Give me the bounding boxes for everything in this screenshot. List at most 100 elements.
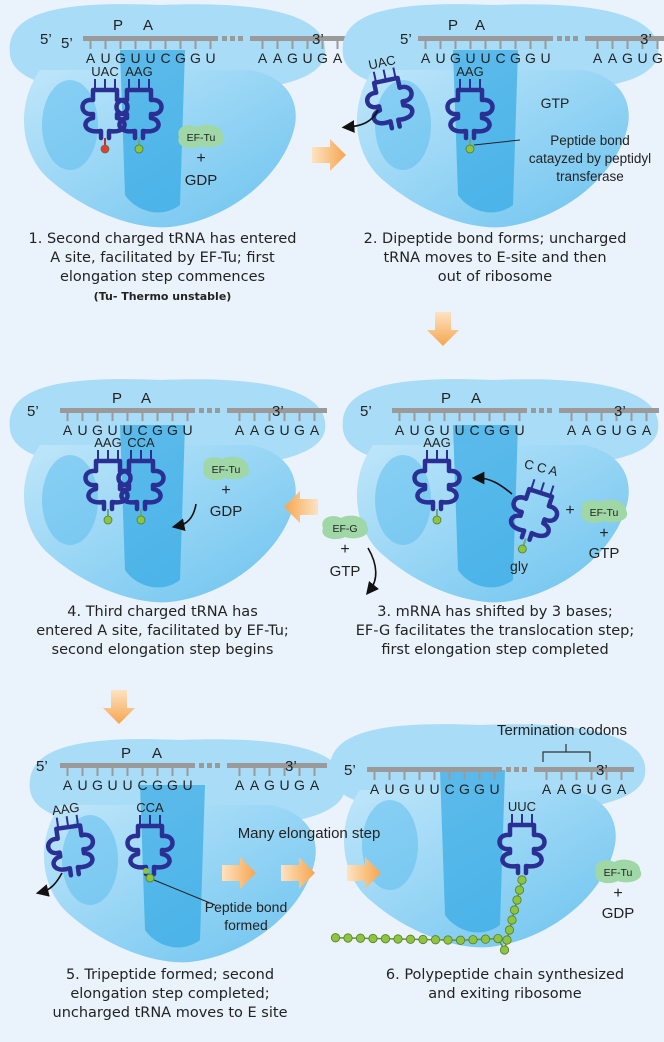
- mrna-base: A: [235, 777, 245, 793]
- ef-tu-label: EF-Tu: [212, 464, 241, 476]
- trna-body: [365, 75, 415, 131]
- mrna-base: G: [626, 422, 637, 438]
- caption-step2-line1: 2. Dipeptide bond forms; uncharged: [363, 231, 627, 247]
- amino-acid: [517, 544, 527, 554]
- amino-acid: [380, 934, 391, 944]
- termination-codons-label: Termination codons: [497, 722, 627, 739]
- caption-step6: 6. Polypeptide chain synthesized and exi…: [355, 966, 655, 1004]
- mrna-base: A: [310, 422, 320, 438]
- caption-step3: 3. mRNA has shifted by 3 bases; EF-G fac…: [330, 603, 660, 660]
- entry-arrow: [471, 471, 513, 495]
- mrna-strand: [60, 408, 195, 413]
- ef-g-label: EF-G: [332, 523, 357, 535]
- mrna-base: G: [287, 50, 298, 66]
- amino-acid: [355, 933, 366, 943]
- mrna-base: A: [593, 50, 603, 66]
- mrna-base: G: [152, 777, 163, 793]
- termination-bracket: [542, 744, 591, 762]
- mrna-base: G: [474, 781, 485, 797]
- trna: AAG: [114, 64, 164, 154]
- mrna-base: C: [495, 50, 505, 66]
- trna-anticodon: AAG: [94, 435, 121, 450]
- ef-g-arrow: [366, 547, 379, 596]
- trna-body: [508, 486, 560, 543]
- mrna-base: G: [167, 777, 178, 793]
- ribosome-large-subunit: [9, 379, 326, 467]
- mrna-base: C: [137, 422, 147, 438]
- mrna-base: C: [444, 781, 454, 797]
- mrna-base: U: [454, 422, 464, 438]
- mrna-base: U: [100, 50, 110, 66]
- ribosome-large-subunit: [9, 4, 326, 92]
- three-prime-label: 3’: [312, 31, 324, 48]
- mrna-strand: [83, 36, 218, 41]
- mrna-base: A: [421, 50, 431, 66]
- trna-anticodon: AAG: [125, 64, 152, 79]
- ef-g-bubble: [322, 515, 369, 540]
- trna: CCA: [116, 435, 166, 525]
- mrna-base: U: [465, 50, 475, 66]
- plus-sign: +: [613, 885, 622, 902]
- caption-step1-line1: 1. Second charged tRNA has entered: [28, 231, 297, 247]
- a-site-label: A: [475, 17, 485, 34]
- mrna-base: U: [489, 781, 499, 797]
- mrna-base: G: [459, 781, 470, 797]
- trna-body: [116, 458, 166, 512]
- ribosome-pocket: [62, 815, 118, 905]
- ribosome-channel: [120, 425, 185, 588]
- ef-tu-label: EF-Tu: [604, 867, 633, 879]
- trna-body: [412, 458, 462, 512]
- trna-body: [125, 823, 175, 877]
- amino-acid: [493, 933, 503, 944]
- gdp-label: GDP: [185, 172, 218, 189]
- amino-acid: [517, 875, 527, 885]
- ef-tu-bubble: [203, 456, 250, 481]
- mrna-base: U: [480, 50, 490, 66]
- mrna-base: U: [122, 422, 132, 438]
- mrna-base: U: [540, 50, 550, 66]
- mrna-gap-dot: [565, 36, 570, 41]
- caption-step5-line2: elongation step completed;: [70, 986, 270, 1002]
- caption-step4-line3: second elongation step begins: [51, 642, 274, 658]
- amino-acid: [504, 925, 515, 935]
- release-arrow: [171, 503, 197, 532]
- p-site-label: P: [113, 17, 123, 34]
- flow-arrow-5-step-a: [222, 857, 256, 889]
- exit-arrow: [341, 109, 379, 133]
- mrna-base: A: [542, 781, 552, 797]
- ribosome-large-subunit: [342, 379, 659, 467]
- caption-step6-line2: and exiting ribosome: [428, 986, 582, 1002]
- mrna-base: A: [250, 422, 260, 438]
- amino-acid: [509, 905, 520, 915]
- five-prime-label: 5’: [400, 31, 412, 48]
- mrna-base: G: [525, 50, 536, 66]
- mrna-base: C: [137, 777, 147, 793]
- a-site-label: A: [471, 390, 481, 407]
- mrna-base: A: [235, 422, 245, 438]
- mrna-base: G: [499, 422, 510, 438]
- mrna-gap-dot: [199, 763, 204, 768]
- trna: AAG: [445, 64, 495, 154]
- mrna-base: G: [652, 50, 663, 66]
- five-prime-label: 5’: [61, 35, 73, 52]
- mrna-gap-dot: [573, 36, 578, 41]
- amino-acid: [507, 915, 517, 925]
- mrna-base: U: [384, 781, 394, 797]
- mrna-base: U: [107, 777, 117, 793]
- ribosome-channel: [440, 770, 505, 933]
- trna: UAC: [365, 52, 415, 131]
- mrna-base: G: [264, 422, 275, 438]
- mrna-gap-dot: [506, 767, 511, 772]
- mrna-gap-dot: [514, 767, 519, 772]
- gtp-label: GTP: [589, 545, 620, 562]
- amino-acid: [499, 945, 510, 955]
- five-prime-label: 5’: [27, 403, 39, 420]
- mrna-base: A: [608, 50, 618, 66]
- trna-anticodon: AAG: [423, 435, 450, 450]
- ribosome-pocket: [42, 80, 98, 170]
- flow-arrow-3-to-4: [284, 491, 318, 523]
